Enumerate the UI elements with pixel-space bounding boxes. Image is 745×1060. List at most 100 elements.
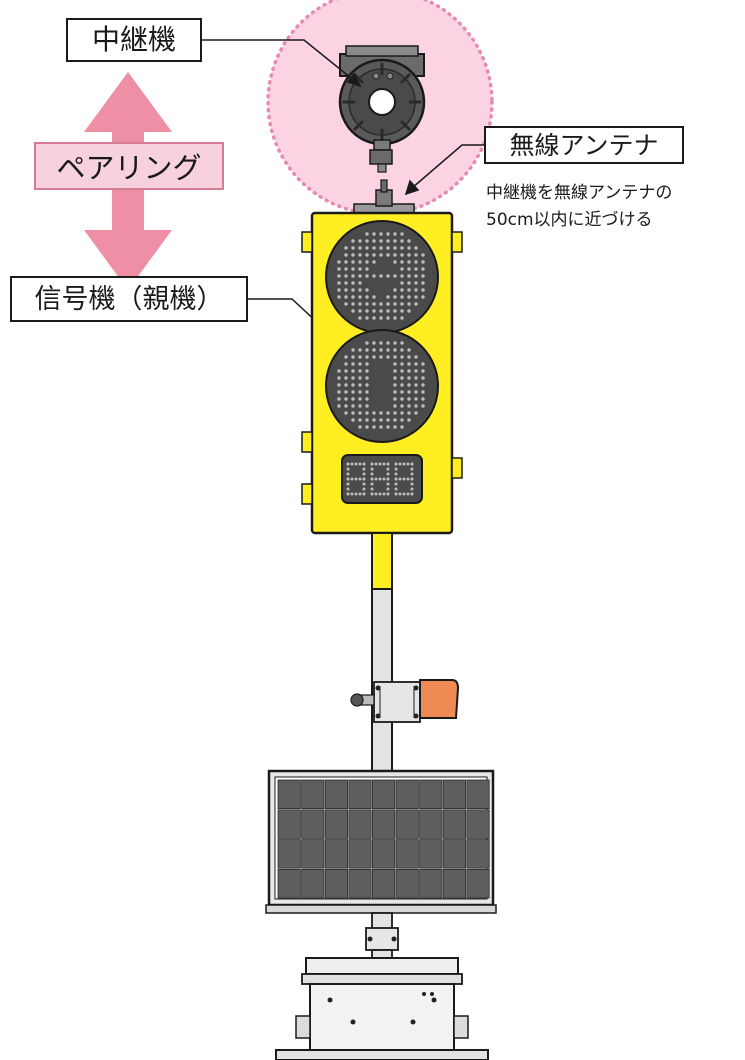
led-dot	[407, 309, 411, 313]
led-dot	[351, 302, 355, 306]
led-dot	[421, 362, 425, 366]
led-dot	[393, 404, 397, 408]
countdown-dot	[354, 492, 358, 496]
solar-cell	[277, 839, 301, 869]
countdown-dot	[370, 487, 374, 491]
led-dot	[407, 390, 411, 394]
led-dot	[421, 404, 425, 408]
countdown-dot	[386, 467, 390, 471]
solar-cell	[324, 839, 349, 869]
countdown-dot	[378, 492, 382, 496]
led-dot	[365, 390, 369, 394]
led-dot	[372, 239, 376, 243]
led-dot	[351, 253, 355, 257]
countdown-dot	[358, 477, 362, 481]
led-dot	[372, 309, 376, 313]
countdown-dot	[362, 477, 366, 481]
led-dot	[414, 397, 418, 401]
led-dot	[400, 260, 404, 264]
countdown-dot	[346, 477, 350, 481]
led-dot	[365, 253, 369, 257]
led-dot	[393, 355, 397, 359]
placement-note: 中継機を無線アンテナの 50cm以内に近づける	[486, 180, 672, 234]
led-dot	[407, 397, 411, 401]
solar-cell	[419, 779, 443, 810]
led-dot	[358, 348, 362, 352]
countdown-dot	[394, 482, 398, 486]
led-dot	[351, 260, 355, 264]
signal-master-label: 信号機（親機）	[10, 276, 248, 322]
led-dot	[358, 246, 362, 250]
led-dot	[337, 267, 341, 271]
relay-label: 中継機	[66, 18, 202, 62]
solar-cell	[395, 779, 419, 810]
led-dot	[407, 383, 411, 387]
led-dot	[414, 404, 418, 408]
placement-note-line-2: 50cm以内に近づける	[486, 210, 653, 230]
led-dot	[379, 355, 383, 359]
solar-cell	[324, 779, 349, 810]
led-dot	[421, 397, 425, 401]
led-dot	[344, 376, 348, 380]
countdown-dot	[410, 467, 414, 471]
led-dot	[393, 309, 397, 313]
solar-cell	[348, 809, 372, 839]
solar-cell	[324, 869, 349, 899]
led-dot	[379, 411, 383, 415]
countdown-dot	[410, 477, 414, 481]
led-dot	[407, 267, 411, 271]
led-dot	[379, 309, 383, 313]
countdown-dot	[374, 477, 378, 481]
led-dot	[358, 362, 362, 366]
countdown-dot	[350, 462, 354, 466]
countdown-dot	[398, 492, 402, 496]
led-dot	[400, 390, 404, 394]
led-dot	[351, 418, 355, 422]
led-dot	[393, 239, 397, 243]
led-dot	[337, 397, 341, 401]
solar-cell	[324, 809, 349, 839]
led-dot	[344, 369, 348, 373]
led-dot	[421, 253, 425, 257]
led-dot	[421, 267, 425, 271]
led-dot	[400, 295, 404, 299]
countdown-dot	[378, 462, 382, 466]
led-dot	[358, 239, 362, 243]
solar-cell	[419, 839, 443, 869]
led-dot	[421, 281, 425, 285]
led-dot	[414, 411, 418, 415]
led-dot	[386, 411, 390, 415]
countdown-dot	[394, 462, 398, 466]
led-dot	[400, 288, 404, 292]
led-dot	[365, 309, 369, 313]
led-dot	[351, 404, 355, 408]
led-dot	[393, 348, 397, 352]
led-dot	[400, 302, 404, 306]
countdown-dot	[402, 477, 406, 481]
led-dot	[407, 246, 411, 250]
led-dot	[365, 425, 369, 429]
countdown-dot	[382, 477, 386, 481]
led-dot	[421, 295, 425, 299]
countdown-dot	[346, 487, 350, 491]
led-dot	[365, 355, 369, 359]
solar-cell	[419, 809, 443, 839]
led-dot	[365, 383, 369, 387]
solar-cell	[395, 809, 419, 839]
countdown-dot	[410, 487, 414, 491]
led-dot	[379, 274, 383, 278]
led-dot	[372, 260, 376, 264]
led-dot	[365, 397, 369, 401]
countdown-dot	[394, 472, 398, 476]
led-dot	[400, 369, 404, 373]
led-dot	[421, 274, 425, 278]
led-dot	[351, 397, 355, 401]
led-dot	[372, 232, 376, 236]
countdown-dot	[410, 492, 414, 496]
led-dot	[372, 302, 376, 306]
led-dot	[372, 316, 376, 320]
led-dot	[379, 418, 383, 422]
led-dot	[358, 295, 362, 299]
solar-cell	[348, 779, 372, 810]
led-dot	[372, 425, 376, 429]
